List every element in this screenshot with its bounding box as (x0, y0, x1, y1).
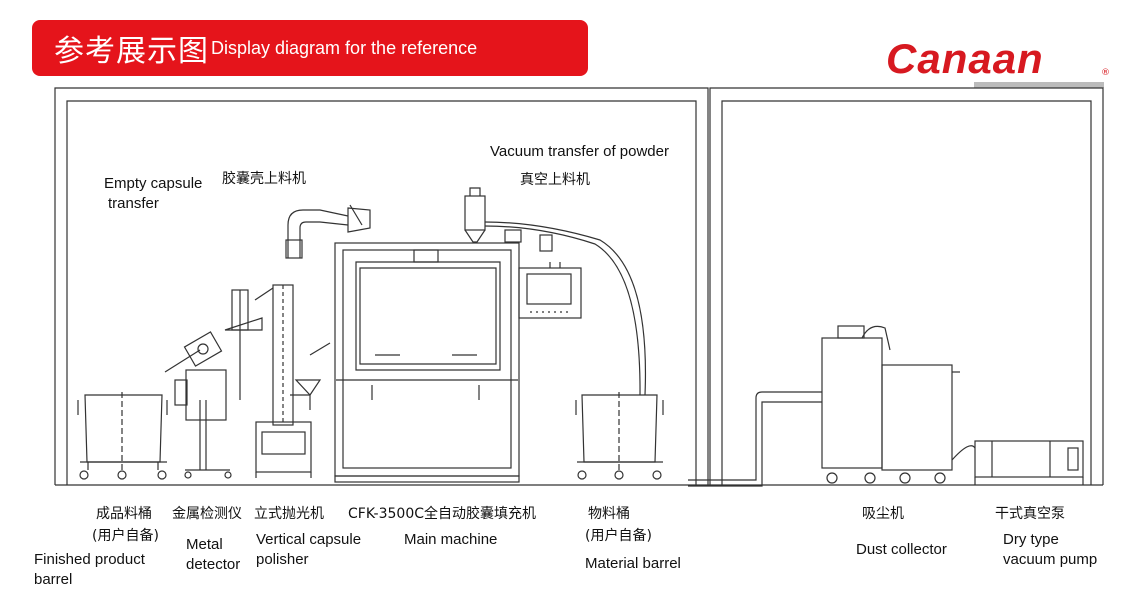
logo-wordmark: Canaan (886, 35, 1044, 82)
dust-collector-en: Dust collector (856, 541, 947, 558)
header-banner: 参考展示图 Display diagram for the reference (32, 20, 588, 76)
main-machine-cn: CFK-3500C全自动胶囊填充机 (348, 506, 536, 522)
metal-detector-cn: 金属检测仪 (172, 506, 242, 522)
label-empty-capsule-transfer-en-line2: transfer (108, 195, 159, 212)
vertical-capsule-polisher-cn: 立式抛光机 (254, 506, 324, 522)
finished-product-barrel-cn-1: 成品料桶 (96, 506, 152, 522)
vertical-capsule-polisher-en-1: Vertical capsule (256, 531, 362, 548)
finished-product-barrel-en-1: Finished product (34, 551, 145, 568)
finished-product-barrel-cn-2: (用户自备) (92, 528, 159, 544)
main-machine-drawing (309, 242, 520, 483)
vertical-capsule-polisher-en-2: polisher (256, 551, 309, 568)
material-barrel-en: Material barrel (585, 555, 681, 572)
dry-type-vacuum-pump-en-1: Dry type (1003, 531, 1059, 548)
dry-vacuum-pump-drawing (974, 440, 1084, 485)
main-machine-en: Main machine (404, 531, 498, 548)
metal-detector-en-1: Metal (186, 536, 223, 553)
dry-type-vacuum-pump-en-2: vacuum pump (1003, 551, 1098, 568)
label-empty-capsule-transfer-en-line1: Empty capsule (104, 175, 203, 192)
material-barrel-drawing (575, 392, 664, 480)
banner-title-cn: 参考展示图 (54, 34, 209, 69)
finished-product-barrel-en-2: barrel (34, 571, 73, 588)
finished-product-barrel-drawing (77, 392, 168, 480)
label-vacuum-transfer-en: Vacuum transfer of powder (490, 143, 669, 160)
room-right-outline (709, 87, 1104, 485)
logo-registered-mark: ® (1101, 68, 1110, 78)
dust-hose-drawing (688, 391, 822, 487)
banner-title-en: Display diagram for the reference (211, 37, 478, 58)
dry-type-vacuum-pump-cn: 干式真空泵 (995, 506, 1065, 522)
dust-collector-drawing (821, 325, 976, 484)
metal-detector-drawing (164, 289, 263, 479)
material-barrel-cn-2: (用户自备) (585, 528, 652, 544)
label-empty-capsule-transfer-cn: 胶囊壳上料机 (222, 171, 306, 187)
label-vacuum-transfer-cn: 真空上料机 (520, 172, 590, 188)
logo-subtitle-graphic (974, 82, 1104, 88)
dust-collector-cn: 吸尘机 (862, 506, 904, 522)
canaan-logo: Canaan ® (886, 35, 1110, 88)
metal-detector-en-2: detector (186, 556, 241, 573)
material-barrel-cn-1: 物料桶 (588, 506, 630, 522)
vertical-capsule-polisher-drawing (254, 284, 322, 478)
vacuum-transfer-drawing (464, 187, 647, 396)
room-left-outline (54, 87, 709, 485)
control-panel-drawing (518, 262, 582, 319)
empty-capsule-transfer-drawing (285, 204, 371, 259)
